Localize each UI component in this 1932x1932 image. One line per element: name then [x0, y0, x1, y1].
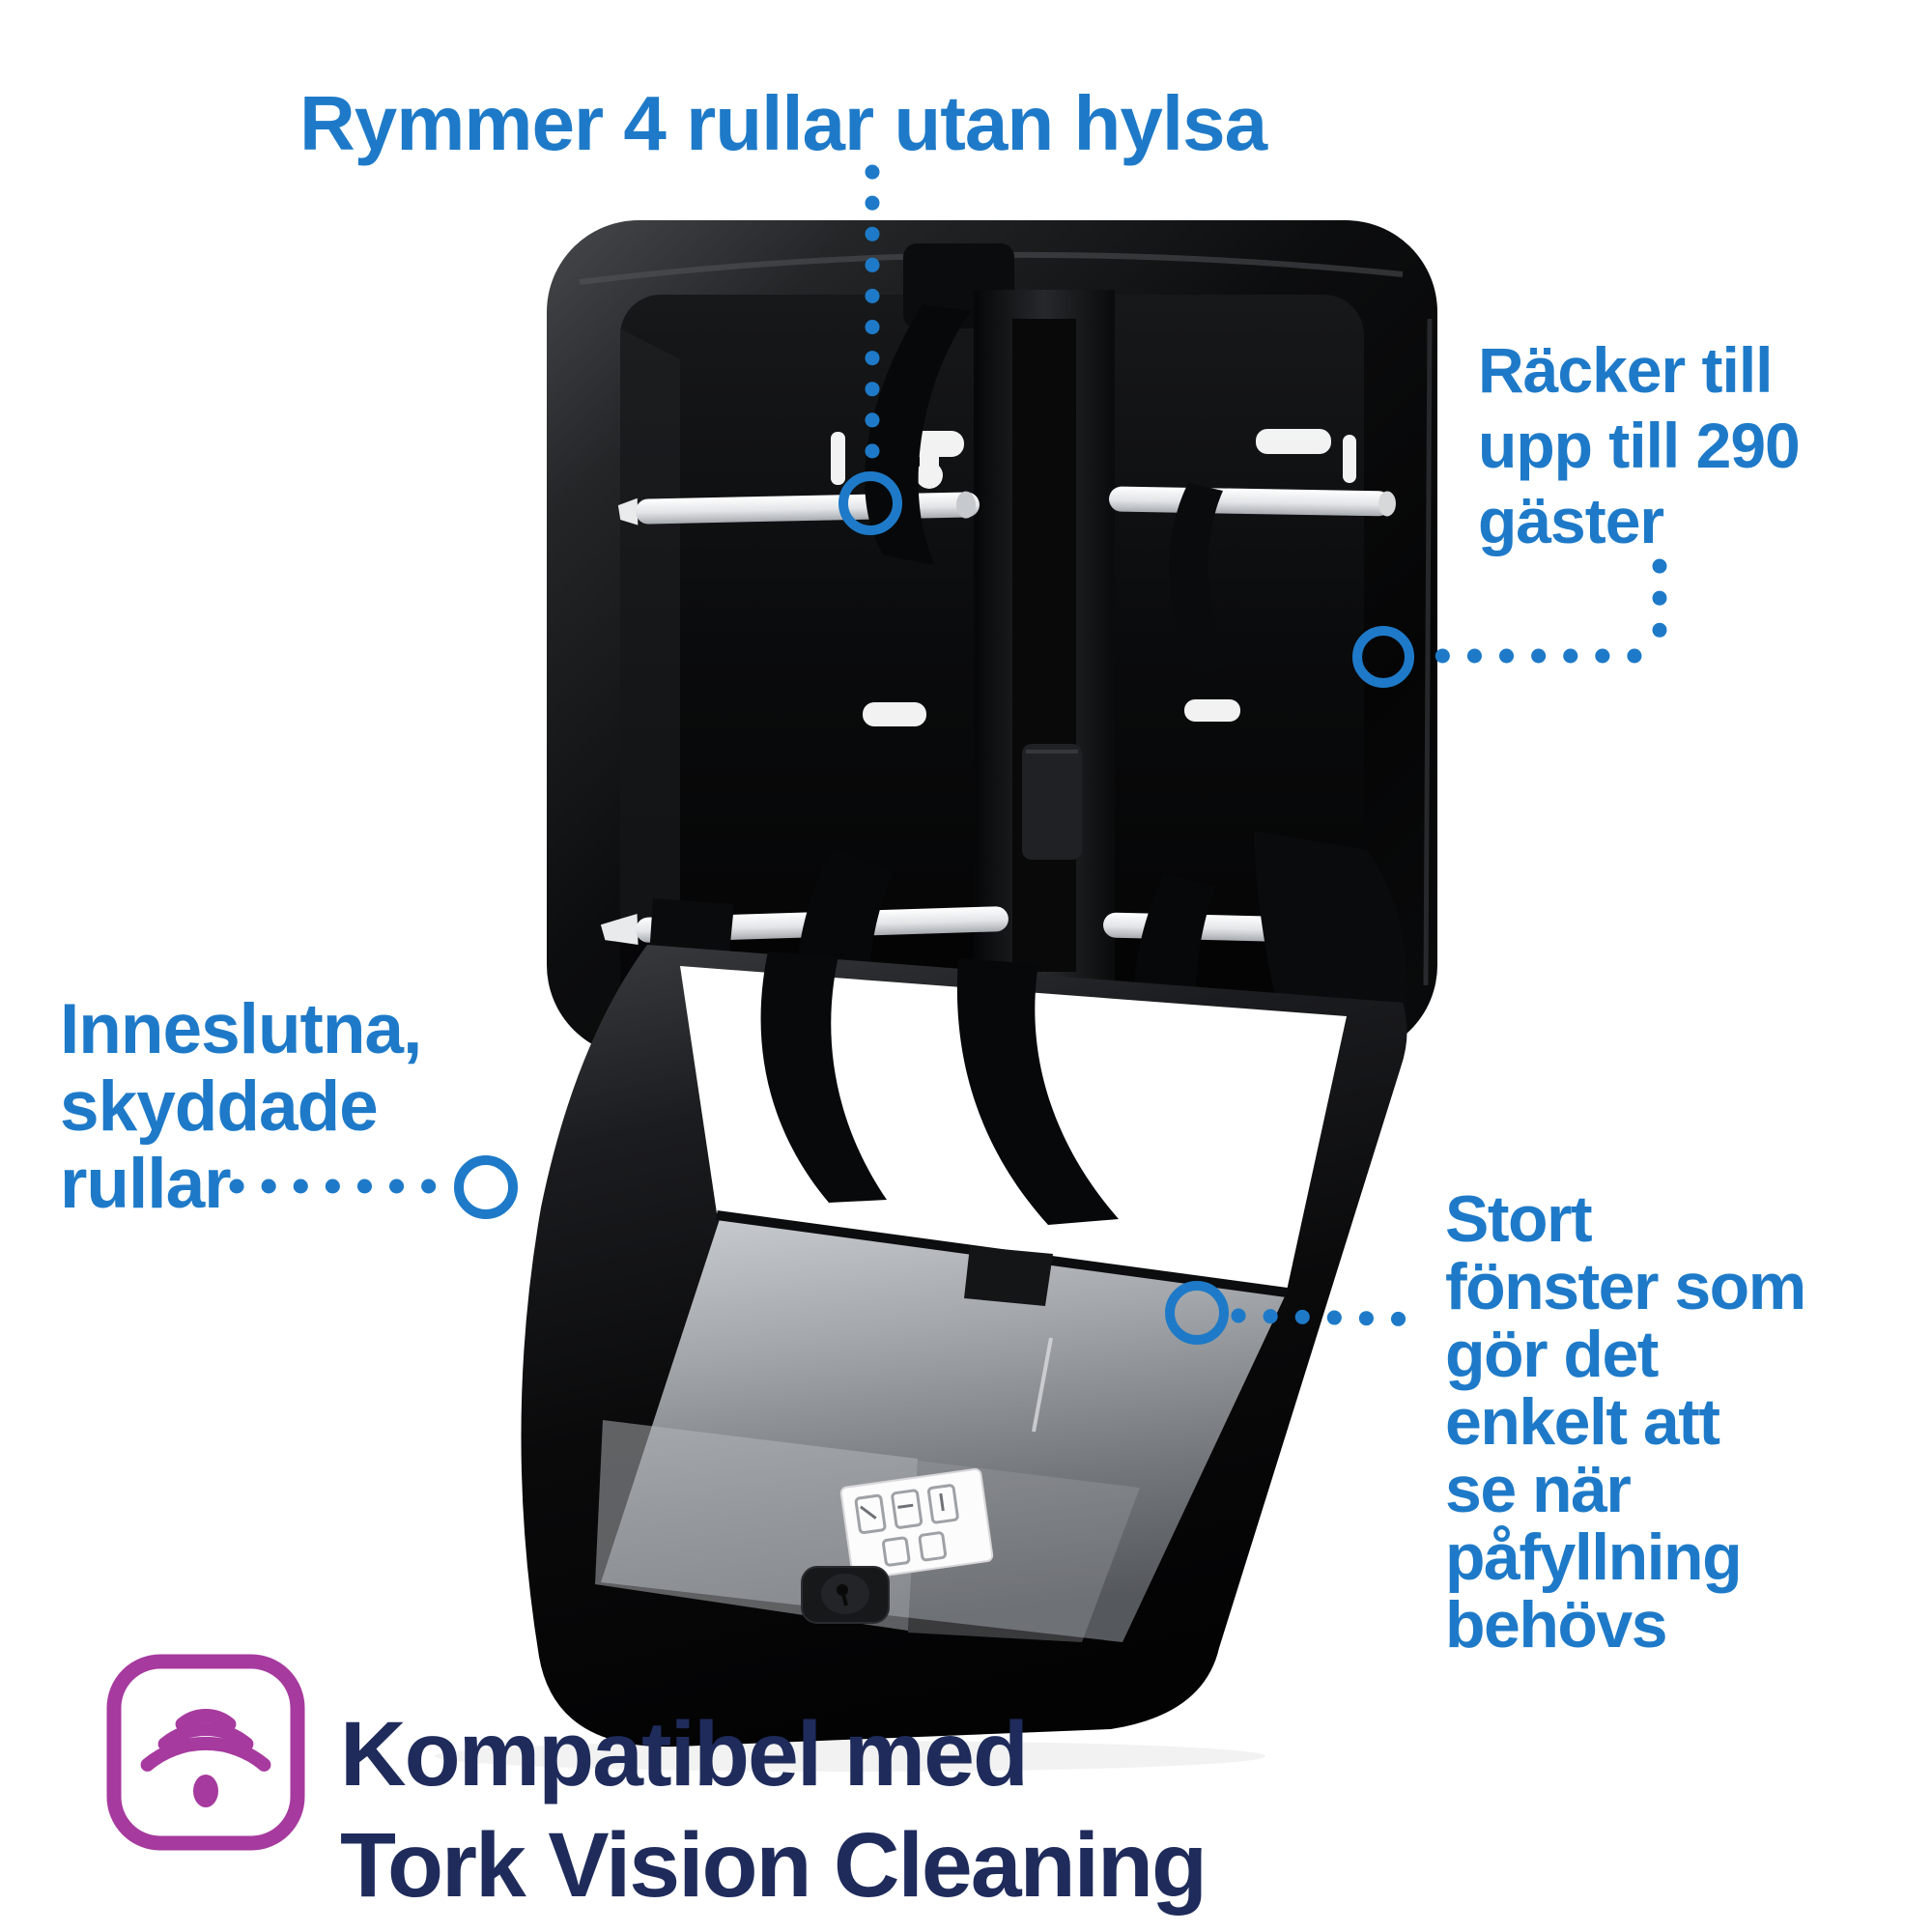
- callout-leaders: [229, 164, 1667, 1345]
- spindle-upper-right: [1109, 486, 1396, 517]
- instruction-sticker: [839, 1467, 994, 1580]
- lid-shadow: [435, 1741, 1265, 1772]
- callout-protected-rolls: Inneslutna, skyddade rullar: [60, 990, 422, 1223]
- leader-line-bottom-right: [1231, 1308, 1435, 1327]
- dispenser-open-lid: [521, 945, 1407, 1747]
- callout-circle-right: [1352, 626, 1414, 688]
- lock-keyhole: [801, 1566, 890, 1624]
- window-tab: [964, 1246, 1053, 1306]
- callout-circle-bottom-right: [1165, 1281, 1229, 1345]
- callout-capacity: Rymmer 4 rullar utan hylsa: [299, 80, 1267, 166]
- callout-circle-left: [454, 1155, 518, 1219]
- callout-window: Stort fönster som gör det enkelt att se …: [1445, 1182, 1806, 1662]
- callout-circle-top: [838, 471, 902, 535]
- wifi-icon: [104, 1650, 307, 1853]
- compatibility-text: Kompatibel med Tork Vision Cleaning: [340, 1703, 1208, 1917]
- center-roll-column: [903, 243, 1115, 1001]
- callout-guests: Räcker till upp till 290 gäster: [1478, 334, 1801, 556]
